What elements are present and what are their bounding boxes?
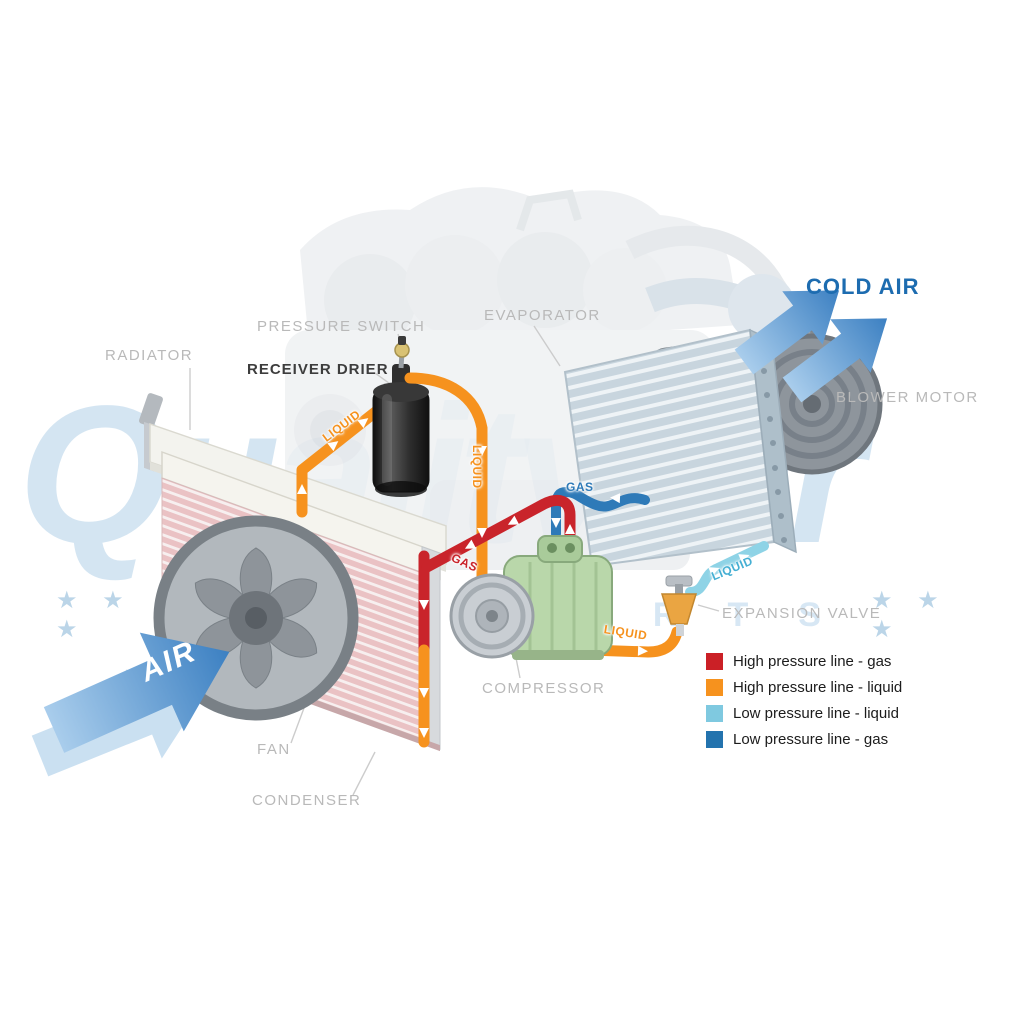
expansion-valve-graphic [660, 575, 698, 636]
legend: High pressure line - gas High pressure l… [706, 653, 902, 748]
watermark-stars-left: ★ ★ ★ [56, 587, 133, 643]
legend-row: Low pressure line - gas [706, 731, 902, 748]
receiver-drier-graphic [372, 364, 430, 497]
air-in-arrow: AIR [31, 632, 230, 777]
evaporator-label: EVAPORATOR [484, 307, 601, 324]
legend-label-low-gas: Low pressure line - gas [733, 731, 889, 748]
legend-row: High pressure line - liquid [706, 679, 902, 696]
legend-swatch-low-liquid [706, 705, 723, 722]
pipe-label-liquid-drier-down: LIQUID [470, 445, 484, 489]
legend-label-low-liquid: Low pressure line - liquid [733, 705, 899, 722]
watermark-stars-right: ★ ★ ★ [870, 587, 948, 643]
legend-swatch-high-liquid [706, 679, 723, 696]
pressure-switch-label: PRESSURE SWITCH [257, 318, 426, 335]
receiver-drier-label: RECEIVER DRIER [247, 361, 389, 378]
legend-label-high-liquid: High pressure line - liquid [733, 679, 903, 696]
legend-row: High pressure line - gas [706, 653, 902, 670]
condenser-label: CONDENSER [252, 792, 362, 809]
legend-swatch-low-gas [706, 731, 723, 748]
pressure-switch-graphic [394, 336, 410, 369]
blower-motor-label: BLOWER MOTOR [836, 389, 979, 406]
radiator-label: RADIATOR [105, 347, 194, 364]
compressor-label: COMPRESSOR [482, 680, 606, 697]
expansion-valve-label: EXPANSION VALVE [722, 605, 882, 622]
cold-air-label: COLD AIR [806, 274, 920, 299]
legend-label-high-gas: High pressure line - gas [733, 653, 892, 670]
fan-label: FAN [257, 741, 291, 758]
legend-swatch-high-gas [706, 653, 723, 670]
compressor-graphic [449, 535, 613, 660]
pipe-high-pressure-gas [421, 494, 576, 573]
flow-arrowheads [297, 418, 750, 738]
cold-air-arrows [734, 290, 888, 403]
pipe-label-gas-low-pressure: GAS [566, 480, 594, 494]
legend-row: Low pressure line - liquid [706, 705, 902, 722]
